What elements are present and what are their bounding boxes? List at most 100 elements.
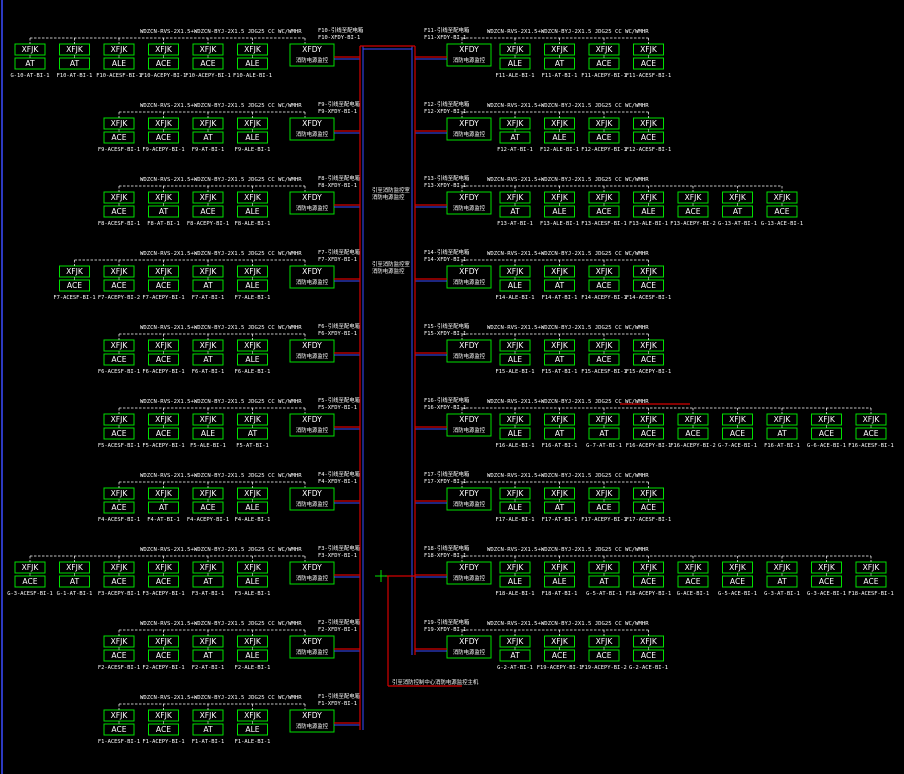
device-type-label: ALE: [508, 59, 522, 68]
xfdy-panel-sub-label: 消防电源监控: [453, 426, 486, 434]
riser-caption: 引至消防监控室: [372, 186, 410, 194]
device-type-label: AT: [555, 355, 565, 364]
xfjk-label: XFJK: [111, 711, 129, 720]
xfjk-label: XFJK: [200, 563, 218, 572]
xfjk-label: XFJK: [244, 341, 262, 350]
xfjk-label: XFJK: [507, 489, 525, 498]
xfdy-panel-box: [289, 265, 335, 289]
device-type-label: ALE: [201, 429, 215, 438]
panel-tag-label: F6-XFDY-BI-1: [318, 331, 357, 337]
device-tag-label: F17-ALE-BI-1: [496, 517, 535, 523]
device-type-label: ACE: [730, 429, 745, 438]
xfjk-label: XFJK: [22, 45, 40, 54]
xfjk-label: XFJK: [640, 45, 658, 54]
device-type-label: AT: [555, 59, 565, 68]
xfjk-label: XFJK: [22, 563, 40, 572]
device-tag-label: F18-ACESF-BI-1: [848, 591, 893, 597]
device-tag-label: F8-ACEPY-BI-1: [187, 221, 229, 227]
panel-tag-label: F15-XFDY-BI-1: [424, 331, 466, 337]
device-tag-label: F9-ACESF-BI-1: [98, 147, 140, 153]
device-type-label: AT: [203, 133, 213, 142]
device-tag-label: F17-AT-BI-1: [542, 517, 578, 523]
xfdy-panel-label: XFDY: [459, 267, 479, 276]
xfjk-label: XFJK: [863, 415, 881, 424]
xfjk-label: XFJK: [596, 45, 614, 54]
device-type-label: ALE: [245, 207, 259, 216]
xfjk-label: XFJK: [640, 119, 658, 128]
device-type-label: ACE: [641, 577, 656, 586]
device-type-label: ALE: [245, 59, 259, 68]
xfjk-label: XFJK: [155, 489, 173, 498]
xfdy-panel-sub-label: 消防电源监控: [453, 56, 486, 64]
riser-caption: 引至消防监控室: [372, 260, 410, 268]
xfjk-label: XFJK: [685, 563, 703, 572]
xfjk-label: XFJK: [111, 45, 129, 54]
xfjk-label: XFJK: [551, 267, 569, 276]
device-tag-label: F19-ACEPY-BI-1: [537, 665, 582, 671]
panel-note-label: F11-引线至配电箱: [424, 26, 470, 34]
xfjk-label: XFJK: [155, 45, 173, 54]
xfdy-panel-box: [446, 265, 492, 289]
device-tag-label: F14-AT-BI-1: [542, 295, 578, 301]
xfdy-panel-box: [289, 339, 335, 363]
device-tag-label: F7-ALE-BI-1: [235, 295, 271, 301]
device-type-label: ACE: [685, 429, 700, 438]
device-tag-label: F6-ACEPY-BI-1: [142, 369, 184, 375]
xfjk-label: XFJK: [507, 341, 525, 350]
device-type-label: ACE: [111, 725, 126, 734]
panel-tag-label: F3-XFDY-BI-1: [318, 553, 357, 559]
xfjk-label: XFJK: [244, 415, 262, 424]
device-tag-label: F10-ACESF-BI-1: [96, 73, 141, 79]
xfjk-label: XFJK: [155, 563, 173, 572]
device-tag-label: G-3-ACESF-BI-1: [7, 591, 52, 597]
device-type-label: ALE: [245, 725, 259, 734]
device-type-label: AT: [159, 207, 169, 216]
xfjk-label: XFJK: [596, 489, 614, 498]
device-tag-label: F2-ACEPY-BI-1: [142, 665, 184, 671]
xfjk-label: XFJK: [155, 119, 173, 128]
xfdy-panel-label: XFDY: [459, 341, 479, 350]
xfjk-label: XFJK: [818, 415, 836, 424]
device-tag-label: F15-ACESF-BI-1: [581, 369, 626, 375]
xfjk-label: XFJK: [111, 267, 129, 276]
device-type-label: ACE: [111, 429, 126, 438]
xfdy-panel-label: XFDY: [302, 45, 322, 54]
xfjk-label: XFJK: [507, 415, 525, 424]
device-tag-label: F7-ACEPY-BI-1: [142, 295, 184, 301]
cable-spec-label: WDZCN-RVS-2X1.5+WDZCN-BYJ-2X1.5 JDG25 CC…: [487, 177, 649, 183]
device-type-label: ACE: [730, 577, 745, 586]
xfjk-label: XFJK: [596, 267, 614, 276]
xfdy-panel-sub-label: 消防电源监控: [453, 130, 486, 138]
xfjk-label: XFJK: [155, 415, 173, 424]
xfjk-label: XFJK: [729, 563, 747, 572]
xfjk-label: XFJK: [596, 415, 614, 424]
device-tag-label: G-6-ACE-BI-1: [807, 443, 846, 449]
device-tag-label: F9-ACEPY-BI-1: [142, 147, 184, 153]
device-tag-label: F2-ALE-BI-1: [235, 665, 271, 671]
device-tag-label: F9-ALE-BI-1: [235, 147, 271, 153]
device-type-label: ACE: [111, 577, 126, 586]
device-tag-label: F16-ACEPY-BI-2: [670, 443, 715, 449]
cable-spec-label: WDZCN-RVS-2X1.5+WDZCN-BYJ-2X1.5 JDG25 CC…: [140, 177, 302, 183]
device-type-label: AT: [510, 133, 520, 142]
panel-tag-label: F7-XFDY-BI-1: [318, 257, 357, 263]
device-tag-label: F12-AT-BI-1: [497, 147, 533, 153]
device-type-label: ALE: [552, 133, 566, 142]
device-tag-label: F15-AT-BI-1: [542, 369, 578, 375]
xfjk-label: XFJK: [66, 45, 84, 54]
device-tag-label: F13-AT-BI-1: [497, 221, 533, 227]
xfdy-panel-sub-label: 消防电源监控: [453, 500, 486, 508]
cable-spec-label: WDZCN-RVS-2X1.5+WDZCN-BYJ-2X1.5 JDG25 CC…: [140, 547, 302, 553]
device-tag-label: F13-ALE-BI-1: [540, 221, 579, 227]
device-type-label: ACE: [156, 651, 171, 660]
xfjk-label: XFJK: [244, 563, 262, 572]
device-type-label: ACE: [641, 59, 656, 68]
device-tag-label: F8-ACESF-BI-1: [98, 221, 140, 227]
device-type-label: ALE: [552, 577, 566, 586]
xfjk-label: XFJK: [640, 267, 658, 276]
xfdy-panel-box: [446, 117, 492, 141]
xfjk-label: XFJK: [111, 637, 129, 646]
device-type-label: ALE: [508, 429, 522, 438]
device-type-label: ALE: [508, 355, 522, 364]
xfdy-panel-label: XFDY: [459, 637, 479, 646]
